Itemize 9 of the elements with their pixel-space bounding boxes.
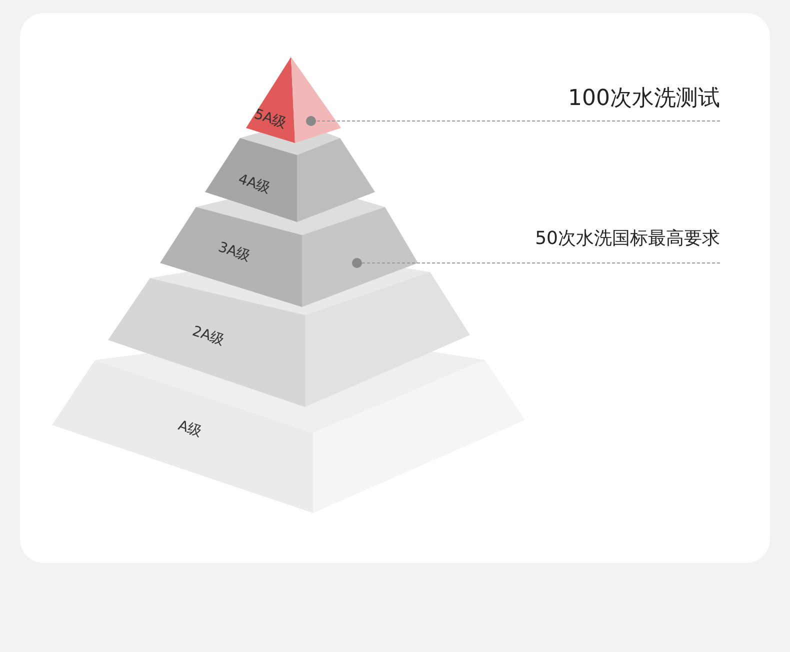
annotation-text: 100次水洗测试 bbox=[568, 85, 720, 113]
level-label: 5A级 bbox=[252, 105, 288, 133]
level-label: A级 bbox=[176, 416, 204, 442]
leader-line bbox=[352, 258, 720, 268]
level-label: 4A级 bbox=[236, 170, 272, 198]
level-label: 3A级 bbox=[216, 238, 252, 266]
annotation-text: 50次水洗国标最高要求 bbox=[535, 227, 720, 250]
leader-line bbox=[306, 116, 720, 126]
level-label: 2A级 bbox=[190, 322, 226, 350]
